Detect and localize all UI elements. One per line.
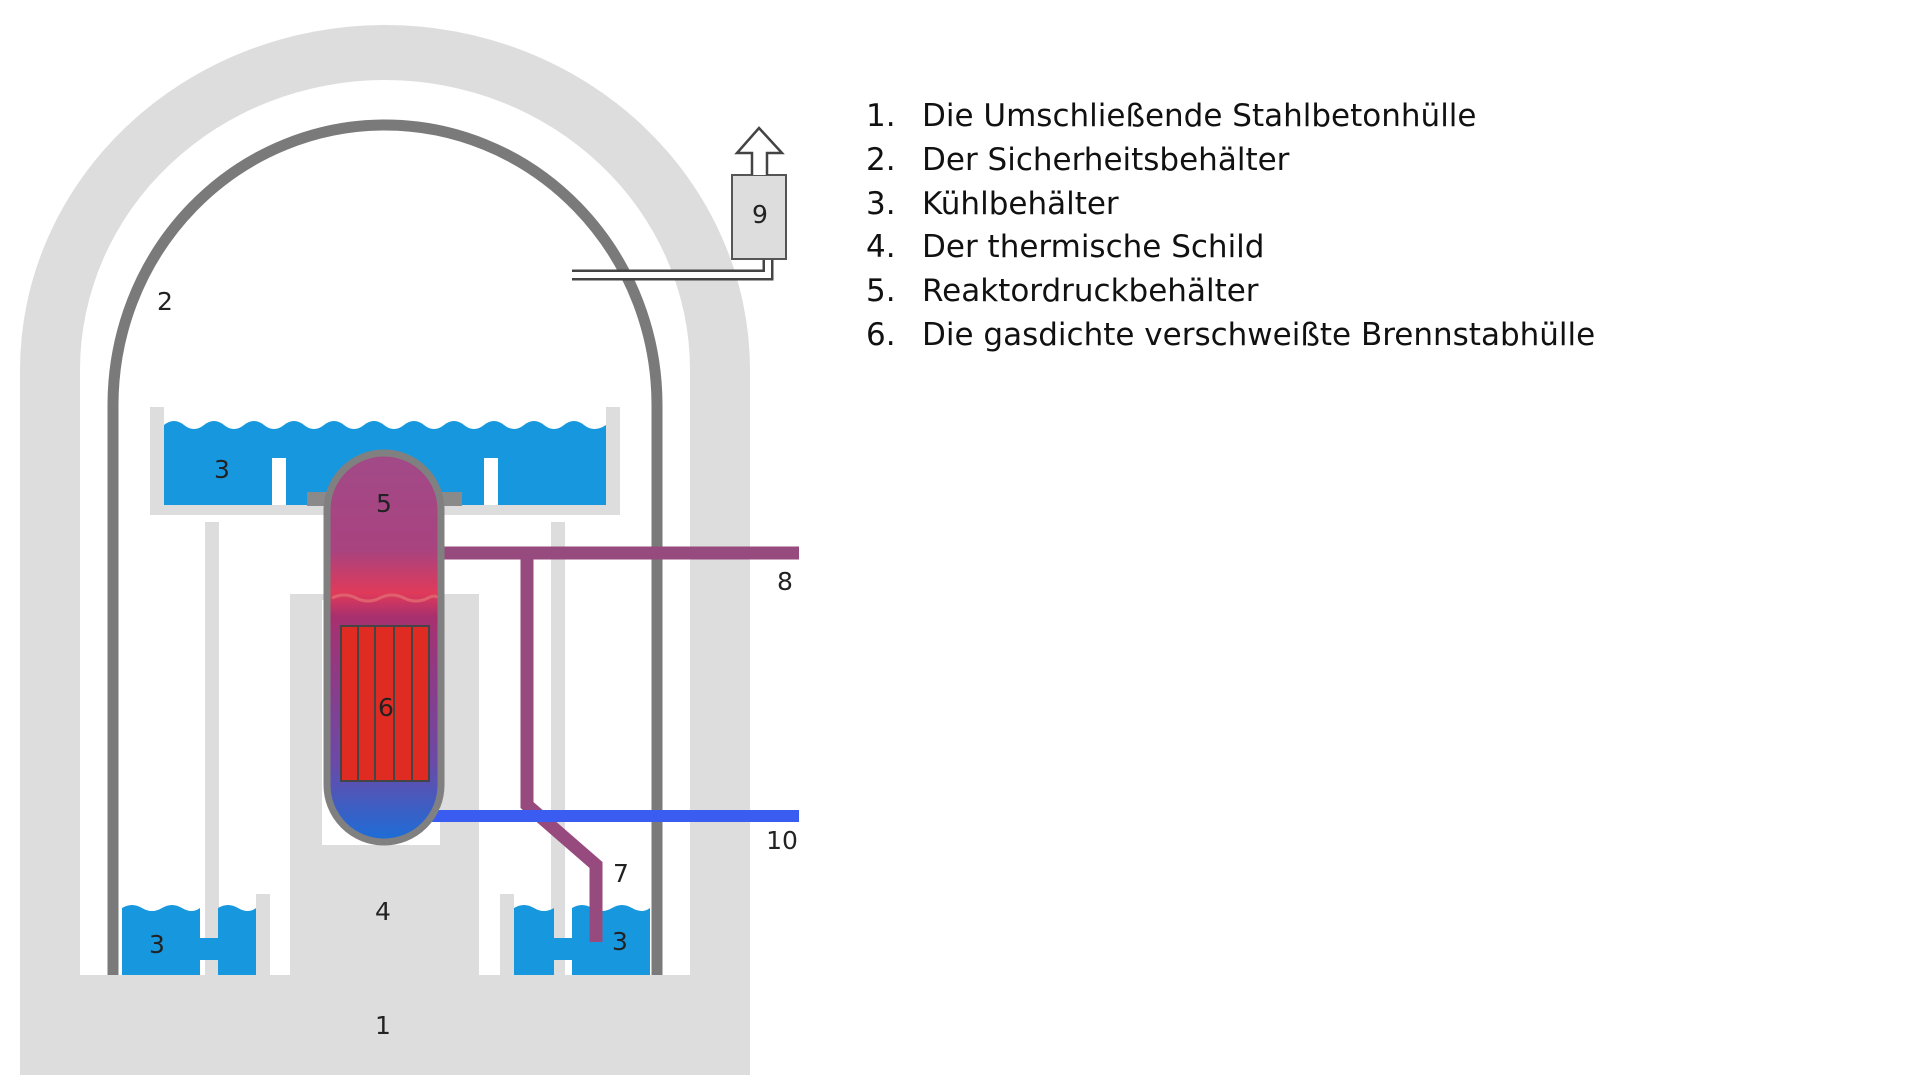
legend-item-text: Reaktordruckbehälter	[922, 273, 1259, 310]
pool-support-columns	[205, 522, 565, 975]
label-1: 1	[375, 1011, 391, 1040]
legend-item: 6. Die gasdichte verschweißte Brennstabhü…	[866, 314, 1595, 358]
concrete-floor	[20, 975, 750, 1075]
lower-coolant-pool-right	[500, 894, 650, 976]
legend-item-number: 2.	[866, 141, 896, 178]
label-2: 2	[157, 287, 173, 316]
legend-item: 3. Kühlbehälter	[866, 183, 1595, 227]
containment-vessel	[107, 119, 663, 975]
legend-item-text: Die Umschließende Stahlbetonhülle	[922, 98, 1477, 134]
legend-item-text: Kühlbehälter	[922, 185, 1119, 222]
legend-item-text: Der thermische Schild	[922, 229, 1265, 266]
legend-item-text: Die gasdichte verschweißte Brennstabhüll…	[922, 316, 1596, 353]
label-6: 6	[378, 693, 394, 722]
legend-item-number: 6.	[866, 316, 896, 353]
label-3-upper: 3	[214, 455, 230, 484]
steam-line	[435, 546, 799, 942]
legend-item-number: 3.	[866, 185, 896, 222]
label-10: 10	[766, 826, 798, 855]
reactor-diagram: 1 2 3 3 3 4 5 6 7 8 9 10	[20, 25, 799, 1075]
legend-item: 5. Reaktordruckbehälter	[866, 270, 1595, 314]
legend-item-number: 5.	[866, 273, 896, 310]
legend-list: 1. Die Umschließende Stahlbetonhülle 2. De…	[866, 95, 1595, 358]
fuel-rods	[340, 625, 430, 782]
label-3-lower-left: 3	[149, 930, 165, 959]
legend-item-number: 4.	[866, 229, 896, 266]
legend-item: 1. Die Umschließende Stahlbetonhülle	[866, 95, 1595, 139]
filter-vent	[572, 126, 787, 281]
label-4: 4	[375, 897, 391, 926]
label-3-lower-right: 3	[612, 927, 628, 956]
legend-item-text: Der Sicherheitsbehälter	[922, 141, 1290, 178]
lower-coolant-pool-left	[122, 894, 270, 976]
label-5: 5	[376, 489, 392, 518]
label-7: 7	[613, 859, 629, 888]
label-8: 8	[777, 567, 793, 596]
label-9: 9	[752, 200, 768, 229]
legend-item: 2. Der Sicherheitsbehälter	[866, 139, 1595, 183]
legend-item-number: 1.	[866, 98, 896, 134]
legend-item: 4. Der thermische Schild	[866, 226, 1595, 270]
